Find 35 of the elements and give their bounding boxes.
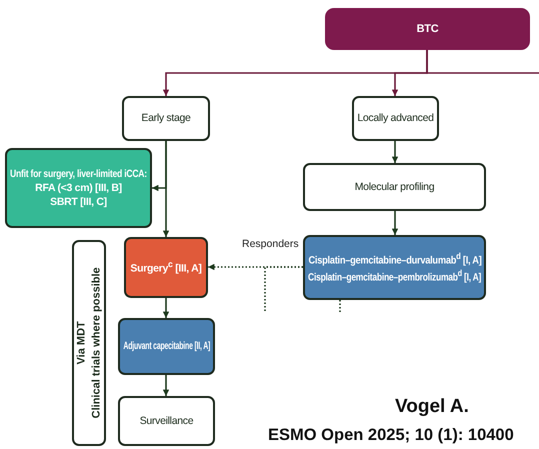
node-text: Surgery$^{c}$ [III, A] [130, 259, 202, 276]
treatment-box [303, 235, 486, 300]
node-text: Surveillance [140, 414, 194, 428]
citation-text: ESMO Open 2025; 10 (1): 10400 [268, 426, 514, 445]
connector-line [426, 50, 539, 74]
connector-line [339, 300, 341, 312]
node-text: Early stage [141, 111, 191, 126]
note-box [72, 240, 106, 446]
node-text: BTC [416, 22, 438, 36]
arrow [162, 298, 170, 318]
node-text: Locally advanced [357, 111, 434, 126]
arrow [162, 375, 170, 396]
node-text: Molecular profiling [354, 180, 434, 194]
node-text: Adjuvant capecitabine [II, A] [123, 339, 210, 354]
option-box [5, 148, 152, 228]
treatment-box [118, 318, 215, 375]
node-text: Clinical trials where possible [89, 268, 103, 418]
arrow [152, 141, 167, 192]
treatment-box [124, 237, 208, 298]
node-text: Via MDT [74, 321, 88, 365]
node-text: Cisplatin–gemcitabine–durvalumab$^{d}$ [I, A] [308, 250, 482, 268]
arrow [392, 141, 398, 163]
citation-text: Vogel A. [395, 396, 469, 418]
process-box [122, 96, 210, 141]
arrow [392, 211, 398, 235]
process-box [352, 96, 439, 141]
category-box [325, 8, 530, 50]
node-text: Unfit for surgery, liver-limited iCCA: [10, 166, 147, 181]
connector-line [264, 266, 303, 312]
node-text: Cisplatin–gemcitabine–pembrolizumab$^{d}$ [I, A] [308, 268, 482, 284]
node-text: RFA (<3 cm) [III, B] [35, 180, 122, 196]
node-text: SBRT [III, C] [50, 195, 107, 210]
process-box [303, 163, 486, 211]
process-box [118, 396, 215, 446]
edge-label: Responders [240, 238, 301, 250]
